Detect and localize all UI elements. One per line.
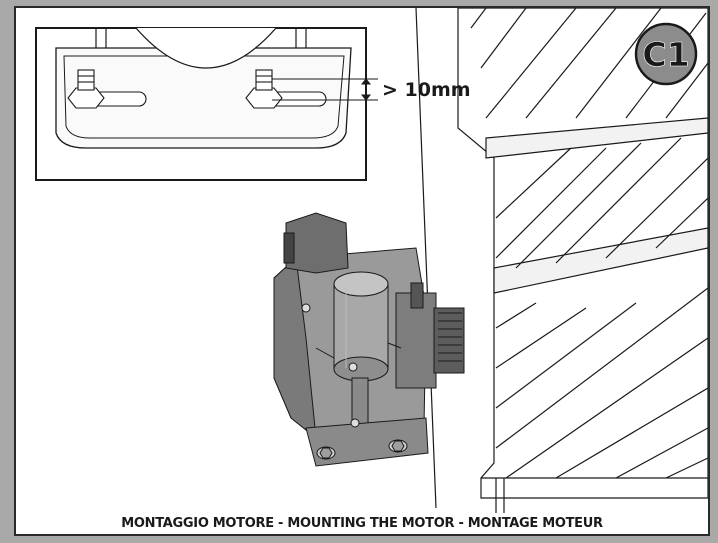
motor-unit (273, 212, 465, 467)
measurement-label: > 10mm (382, 79, 471, 101)
detail-inset (35, 27, 378, 181)
illustration: > 10mm C1 (35, 8, 708, 513)
measurement-indicator (272, 78, 378, 101)
wall-edge (415, 8, 437, 509)
figure-badge: C1 (634, 22, 698, 86)
pinion-gear (395, 282, 465, 389)
motor-base-plate (305, 417, 429, 467)
bolt-right (245, 69, 283, 109)
figure-caption: MONTAGGIO MOTORE - MOUNTING THE MOTOR - … (121, 516, 603, 531)
bolt-left (67, 69, 105, 109)
figure-panel: > 10mm C1 (14, 6, 710, 536)
badge-label: C1 (642, 35, 689, 74)
gate-structure (457, 8, 708, 513)
motor-cylinder (333, 271, 389, 382)
